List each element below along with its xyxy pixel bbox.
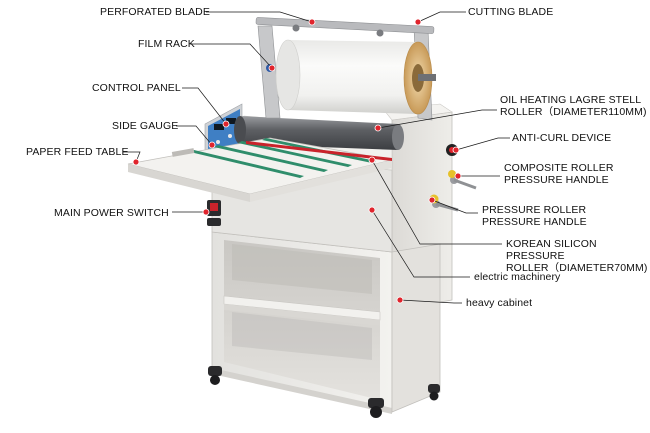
cabinet bbox=[211, 231, 441, 414]
label-main-power-switch: MAIN POWER SWITCH bbox=[54, 207, 169, 219]
label-heavy-cabinet: heavy cabinet bbox=[466, 297, 533, 309]
label-korean-silicon-roller-line2: ROLLER（DIAMETER70MM) bbox=[506, 262, 648, 274]
label-oil-heating-roller: OIL HEATING LAGRE STELL ROLLER（DIAMETER1… bbox=[500, 94, 647, 118]
leader-lines bbox=[123, 11, 510, 304]
label-oil-heating-roller-line1: OIL HEATING LAGRE STELL bbox=[500, 94, 642, 106]
label-electric-machinery: electric machinery bbox=[474, 271, 561, 283]
label-composite-roller-handle-line2: PRESSURE HANDLE bbox=[504, 174, 609, 186]
label-korean-silicon-roller-line1: KOREAN SILICON PRESSURE bbox=[506, 238, 597, 262]
label-anti-curl-device: ANTI-CURL DEVICE bbox=[512, 132, 612, 144]
label-oil-heating-roller-line2: ROLLER（DIAMETER110MM) bbox=[500, 106, 647, 118]
label-perforated-blade: PERFORATED BLADE bbox=[100, 6, 210, 18]
label-korean-silicon-roller: KOREAN SILICON PRESSURE ROLLER（DIAMETER7… bbox=[506, 238, 650, 274]
callout-markers bbox=[132, 18, 462, 304]
label-pressure-roller-handle-line2: PRESSURE HANDLE bbox=[482, 216, 587, 228]
label-control-panel: CONTROL PANEL bbox=[92, 82, 181, 94]
paper-feed-table bbox=[127, 137, 393, 202]
label-pressure-roller-handle-line1: PRESSURE ROLLER bbox=[482, 204, 587, 216]
label-cutting-blade: CUTTING BLADE bbox=[468, 6, 554, 18]
label-pressure-roller-handle: PRESSURE ROLLER PRESSURE HANDLE bbox=[482, 204, 587, 228]
power-switch bbox=[207, 200, 221, 226]
label-side-gauge: SIDE GAUGE bbox=[112, 120, 179, 132]
label-paper-feed-table: PAPER FEED TABLE bbox=[26, 146, 129, 158]
label-film-rack: FILM RACK bbox=[138, 38, 195, 50]
label-composite-roller-handle: COMPOSITE ROLLER PRESSURE HANDLE bbox=[504, 162, 614, 186]
caster-wheels bbox=[208, 366, 440, 418]
label-composite-roller-handle-line1: COMPOSITE ROLLER bbox=[504, 162, 614, 174]
film-roll bbox=[275, 39, 436, 115]
